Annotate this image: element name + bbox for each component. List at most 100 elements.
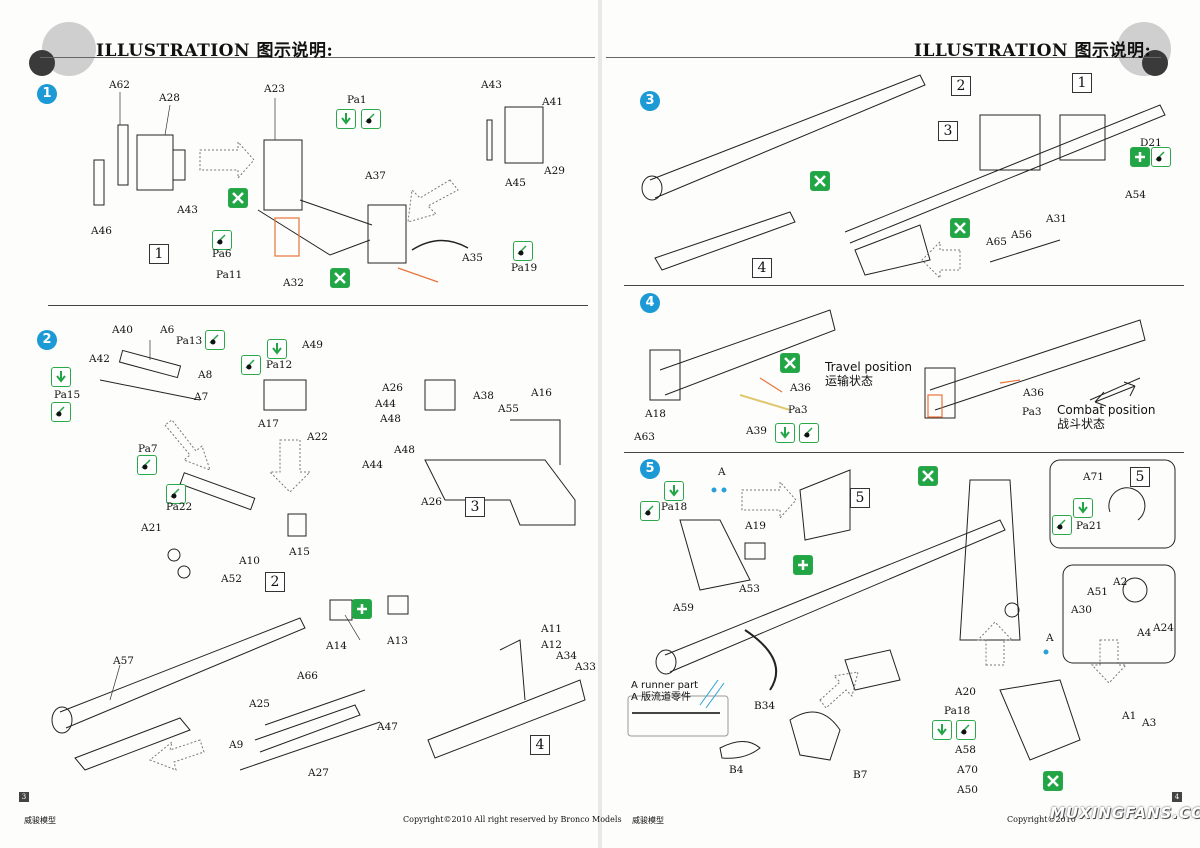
part-label: A70 [957,764,978,776]
section-divider-left [48,305,588,306]
runner-part-label-cn: A 版流道零件 [631,692,692,703]
part-label: A71 [1083,471,1104,483]
part-label: A44 [375,398,396,410]
header-dot-right [1142,50,1168,76]
section-divider-right-1 [624,285,1184,286]
part-label: A50 [957,784,978,796]
part-label: A8 [198,369,213,381]
part-label: A33 [575,661,596,673]
part-label: A12 [541,639,562,651]
section-divider-right-2 [624,452,1184,453]
part-label: Pa11 [216,269,243,281]
part-label: D21 [1140,137,1162,149]
part-label: B4 [729,764,744,776]
page-gutter [598,0,602,848]
part-label: Pa18 [661,501,688,513]
part-label: Pa18 [944,705,971,717]
part-label: A28 [159,92,180,104]
header-dot-left [29,50,55,76]
part-label: A54 [1125,189,1146,201]
part-label: A58 [955,744,976,756]
part-label: A32 [283,277,304,289]
part-label: A49 [302,339,323,351]
part-label: A2 [1113,576,1128,588]
footer-copyright-right: Copyright©2010 [1007,815,1076,824]
part-label: A39 [746,425,767,437]
part-label: Pa19 [511,262,538,274]
cut-off-icon [330,268,350,288]
part-label: A35 [462,252,483,264]
combat-position-label-cn: 战斗状态 [1057,417,1106,431]
part-label: A16 [531,387,552,399]
part-label: Pa6 [212,248,232,260]
footer-copyright-left: Copyright©2010 All right reserved by Bro… [403,815,622,824]
page-number-left: 3 [19,792,29,802]
cut-off-icon [1043,771,1063,791]
part-label: A52 [221,573,242,585]
part-label: A10 [239,555,260,567]
part-label: A36 [1023,387,1044,399]
header-rule-left [40,57,595,58]
part-label: A38 [473,390,494,402]
subassembly-box-2: 2 [265,572,285,592]
part-label: A55 [498,403,519,415]
part-label: A44 [362,459,383,471]
glue-drop-icon [205,330,225,350]
part-label: Pa3 [1022,406,1042,418]
part-label: A31 [1046,213,1067,225]
part-label: A51 [1087,586,1108,598]
footer-brand-left: 威骏模型 [24,816,56,825]
part-label: Pa22 [166,501,193,513]
cut-off-icon [780,353,800,373]
cement-down-icon [1073,498,1093,518]
part-label: A [1046,632,1054,644]
part-label: A26 [382,382,403,394]
rotate-icon [793,555,813,575]
part-label: A15 [289,546,310,558]
part-label: A48 [394,444,415,456]
cut-off-icon [918,466,938,486]
rotate-icon [352,599,372,619]
part-label: A43 [177,204,198,216]
part-label: A43 [481,79,502,91]
cut-off-icon [810,171,830,191]
part-label: A23 [264,83,285,95]
part-label: A37 [365,170,386,182]
rotate-icon [1130,147,1150,167]
part-label: A53 [739,583,760,595]
glue-drop-icon [956,720,976,740]
page-title-right: ILLUSTRATION 图示说明: [914,41,1152,61]
part-label: Pa21 [1076,520,1103,532]
runner-part-label: A runner part [631,680,699,691]
part-label: Pa1 [347,94,367,106]
travel-position-label-cn: 运输状态 [825,374,874,388]
part-label: B7 [853,769,868,781]
subassembly-box-4-right: 4 [752,258,772,278]
subassembly-box-1-right: 1 [1072,73,1092,93]
part-label: B34 [754,700,776,712]
footer-brand-right: 威骏模型 [632,816,664,825]
cement-down-icon [775,423,795,443]
part-label: A46 [91,225,112,237]
step-5-marker: 5 [640,459,660,479]
cut-off-icon [228,188,248,208]
part-label: A24 [1153,622,1174,634]
part-label: A62 [109,79,130,91]
part-label: A19 [745,520,766,532]
part-label: A45 [505,177,526,189]
part-label: A29 [544,165,565,177]
part-label: A59 [673,602,694,614]
subassembly-box-3-right: 3 [938,121,958,141]
header-rule-right [606,57,1161,58]
cement-down-icon [336,109,356,129]
glue-drop-icon [137,455,157,475]
site-watermark: MUXINGFANS.COM [1050,804,1200,822]
step-2-marker: 2 [37,330,57,350]
part-label: A3 [1142,717,1157,729]
glue-drop-icon [361,109,381,129]
part-label: Pa13 [176,335,203,347]
part-label: A11 [541,623,562,635]
cement-down-icon [51,367,71,387]
glue-drop-icon [212,230,232,250]
